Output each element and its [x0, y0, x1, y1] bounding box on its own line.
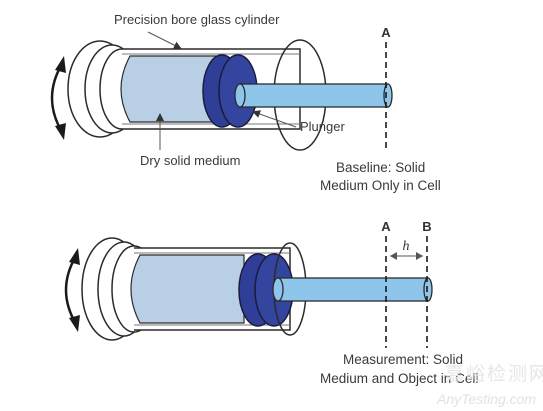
top-assembly: A Precision bore glass cylinder Plunger … [50, 12, 441, 193]
top-marker-a-label: A [381, 25, 391, 40]
cylinder-label: Precision bore glass cylinder [114, 12, 280, 27]
watermark-cn: 嘉峪检测网 [445, 363, 543, 385]
top-rod-front-end [234, 83, 246, 108]
bottom-solid-medium [130, 254, 245, 324]
bottom-rod-front-end [272, 277, 284, 302]
bottom-marker-b-label: B [422, 219, 431, 234]
bottom-marker-a-label: A [381, 219, 391, 234]
medium-label: Dry solid medium [140, 153, 240, 168]
plunger-leader [252, 110, 297, 128]
bottom-rotation-arrowhead-down [69, 315, 80, 332]
bottom-rod [277, 277, 429, 302]
top-rotation-arrowhead-up [55, 56, 66, 73]
displacement-label: h [403, 239, 410, 254]
baseline-caption-line2: Medium Only in Cell [320, 178, 441, 193]
top-rotation-arrowhead-down [55, 123, 66, 140]
top-rotation-arrow [50, 63, 64, 133]
plunger-label: Plunger [300, 119, 345, 134]
baseline-caption-line1: Baseline: Solid [336, 160, 425, 175]
bottom-assembly: A B h Measurement: Solid Medium and Obje… [64, 219, 478, 386]
top-rod-tip [383, 83, 393, 108]
top-rod [239, 83, 389, 108]
bottom-rotation-arrow [64, 255, 78, 325]
bottom-rod-tip [423, 277, 433, 302]
bottom-rotation-arrowhead-up [69, 248, 80, 265]
measurement-caption-line1: Measurement: Solid [343, 352, 463, 367]
measurement-caption-line2: Medium and Object in Cell [320, 371, 478, 386]
top-solid-medium [120, 55, 219, 123]
watermark-en: AnyTesting.com [436, 391, 536, 407]
cylinder-leader [147, 31, 182, 49]
